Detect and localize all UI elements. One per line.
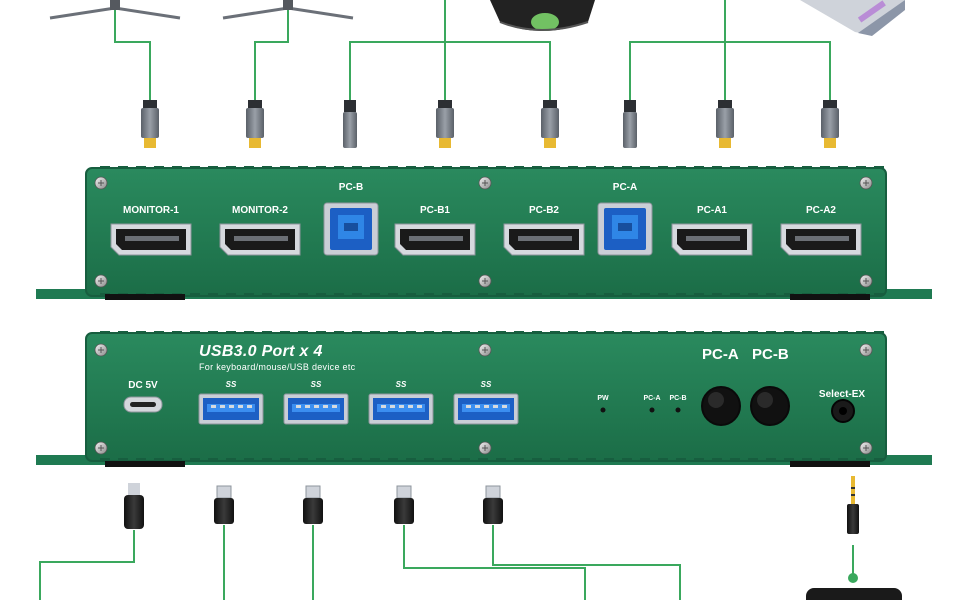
- displayport-plug-5: [716, 100, 734, 148]
- usb-a-plug-3: [394, 485, 414, 524]
- screw: [859, 343, 873, 357]
- displayport-port-2: [219, 223, 301, 256]
- pc-b-led: [675, 407, 681, 413]
- usb-b-plug-1: [343, 100, 357, 148]
- select-ex-label: Select-EX: [818, 389, 866, 400]
- top-panel: [36, 166, 932, 300]
- displayport-plug-6: [821, 100, 839, 148]
- usb-ports-subtitle: For keyboard/mouse/USB device etc: [199, 362, 356, 372]
- pc-b-group-label: PC-B: [338, 182, 364, 193]
- usb-a-plug-2: [303, 485, 323, 524]
- pc-b-button-label: PC-B: [752, 346, 789, 363]
- top-cables: [114, 0, 831, 100]
- cable-pc-a2: [725, 41, 831, 100]
- screw: [478, 274, 492, 288]
- screw: [478, 343, 492, 357]
- displayport-port-3: [394, 223, 476, 256]
- pc-a2-label: PC-A2: [805, 205, 837, 216]
- displayport-plug-2: [246, 100, 264, 148]
- displayport-port-1: [110, 223, 192, 256]
- pc-b-button[interactable]: [750, 386, 790, 426]
- cable-monitor-1: [114, 8, 151, 100]
- pw-led: [600, 407, 606, 413]
- displayport-port-4: [503, 223, 585, 256]
- cable-pc-b2: [445, 41, 551, 100]
- pc-b-led-label: PC-B: [669, 395, 687, 402]
- displayport-port-6: [780, 223, 862, 256]
- displayport-plug-1: [141, 100, 159, 148]
- audio-jack-plug: [847, 476, 859, 534]
- usb-a-port-2: [283, 393, 349, 425]
- monitor-1-label: MONITOR-1: [123, 205, 179, 216]
- usb-ports-title: USB3.0 Port x 4: [199, 343, 323, 360]
- cable-usb-4: [492, 525, 681, 600]
- bottom-panel: [36, 331, 932, 467]
- dc-5v-label: DC 5V: [128, 380, 158, 391]
- pw-led-label: PW: [597, 395, 609, 402]
- pc-a-button-label: PC-A: [702, 346, 739, 363]
- displayport-plug-4: [541, 100, 559, 148]
- usb-logo-2: SS: [310, 380, 322, 389]
- pc-b1-label: PC-B1: [419, 205, 451, 216]
- usb-a-port-1: [198, 393, 264, 425]
- pc-a-tower-icon: [800, 0, 905, 36]
- usb-a-plug-4: [483, 485, 503, 524]
- screw: [94, 176, 108, 190]
- cable-dc-power: [39, 530, 135, 600]
- select-ex-jack: [831, 399, 855, 423]
- usb-a-port-4: [453, 393, 519, 425]
- cable-usb-3: [403, 525, 586, 600]
- cable-monitor-2: [254, 8, 289, 100]
- pc-a1-label: PC-A1: [696, 205, 728, 216]
- usb-a-port-3: [368, 393, 434, 425]
- screw: [859, 274, 873, 288]
- bottom-cables: [39, 525, 854, 600]
- displayport-plug-3: [436, 100, 454, 148]
- top-plugs: [141, 100, 839, 148]
- screw: [859, 441, 873, 455]
- screw: [478, 176, 492, 190]
- usb-c-plug: [124, 483, 144, 529]
- usb-logo-3: SS: [395, 380, 407, 389]
- usb-c-power-port: [123, 396, 163, 413]
- screw: [478, 441, 492, 455]
- pc-a-led-label: PC-A: [643, 395, 661, 402]
- remote-switch-icon: [806, 573, 902, 600]
- bottom-plugs: [124, 476, 859, 534]
- monitor-stand-1-icon: [49, 0, 181, 20]
- usb-a-plug-1: [214, 485, 234, 524]
- pc-a-group-label: PC-A: [612, 182, 638, 193]
- monitor-stand-2-icon: [222, 0, 354, 20]
- usb-logo-1: SS: [225, 380, 237, 389]
- cable-pc-a-usb: [629, 0, 726, 100]
- usb-b-plug-2: [623, 100, 637, 148]
- pc-b-tower-icon: [490, 0, 595, 31]
- displayport-port-5: [671, 223, 753, 256]
- cable-pc-b-usb: [349, 0, 446, 100]
- pc-b2-label: PC-B2: [528, 205, 560, 216]
- screw: [94, 441, 108, 455]
- screw: [94, 343, 108, 357]
- screw: [94, 274, 108, 288]
- pc-a-button[interactable]: [701, 386, 741, 426]
- usb-logo-4: SS: [480, 380, 492, 389]
- pc-a-led: [649, 407, 655, 413]
- screw: [859, 176, 873, 190]
- pc-b-usb-b-port: [323, 202, 379, 256]
- monitor-2-label: MONITOR-2: [232, 205, 288, 216]
- pc-a-usb-b-port: [597, 202, 653, 256]
